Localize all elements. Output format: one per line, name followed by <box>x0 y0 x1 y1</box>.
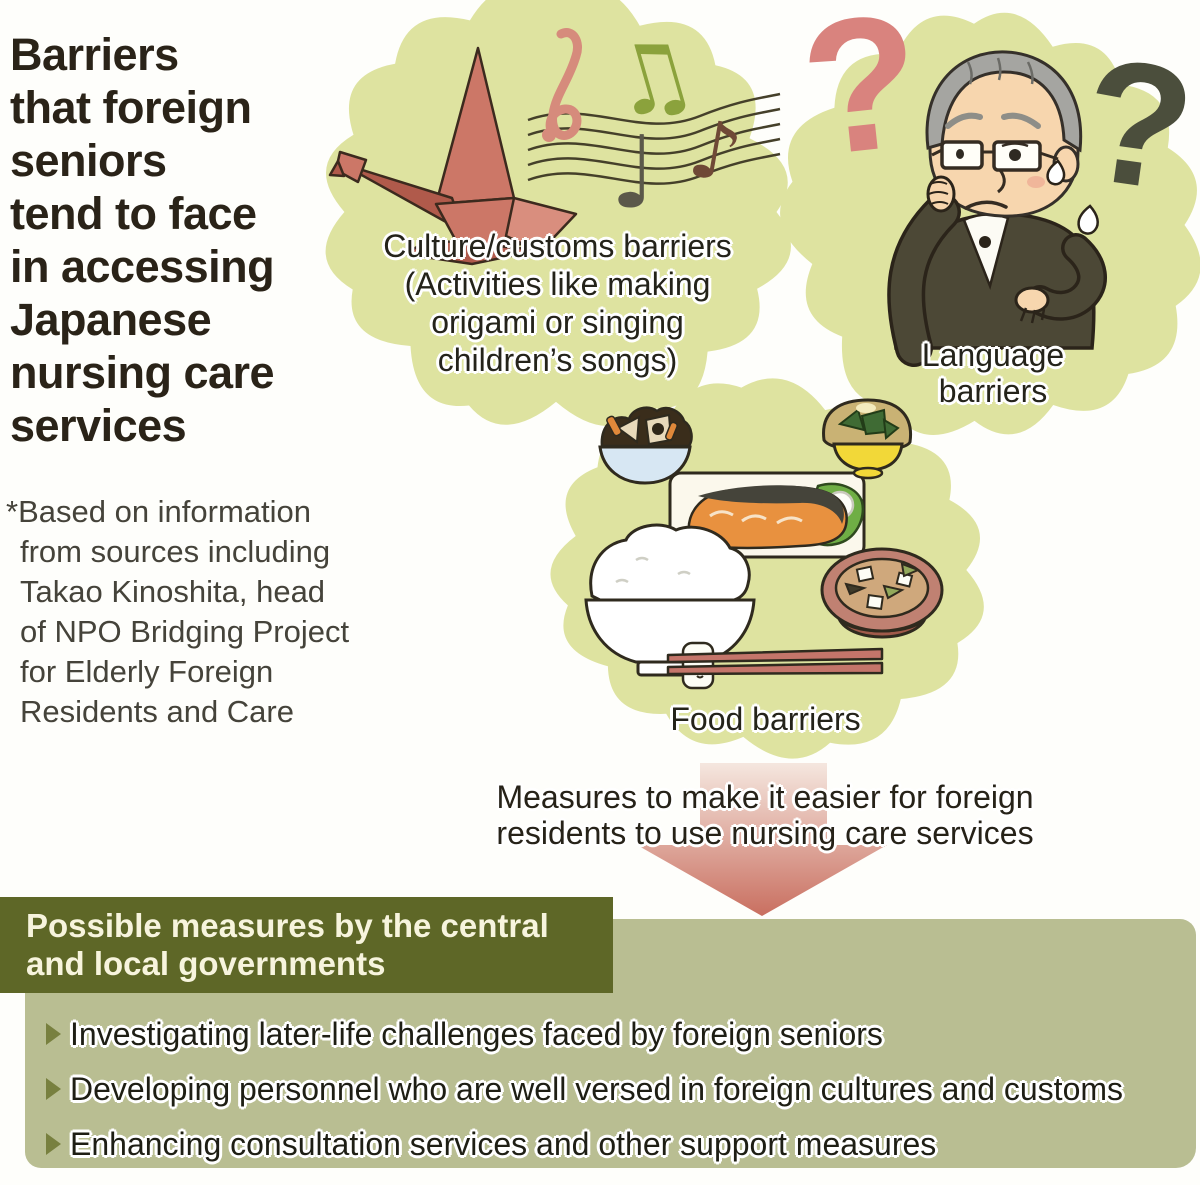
treble-clef-icon <box>542 28 582 142</box>
measure-bullet-text: Enhancing consultation services and othe… <box>70 1125 937 1162</box>
food-bubble-label: Food barriers <box>670 701 861 737</box>
measures-panel-header: Possible measures by the central and loc… <box>0 897 613 993</box>
measure-bullet-text: Developing personnel who are well versed… <box>70 1070 1124 1107</box>
chevron-bullet-icon <box>46 1078 61 1100</box>
chevron-bullet-icon <box>46 1133 61 1155</box>
culture-bubble-label: Culture/customs barriers (Activities lik… <box>383 228 732 378</box>
question-mark-icon: ? <box>1071 21 1200 229</box>
chevron-bullet-icon <box>46 1023 61 1045</box>
measure-bullet-text: Investigating later-life challenges face… <box>70 1015 883 1052</box>
japanese-meal-illustration <box>584 398 944 690</box>
measures-caption: Measures to make it easier for foreign r… <box>496 779 1034 851</box>
down-arrow-icon <box>637 763 887 916</box>
measure-bullet-2: Developing personnel who are well versed… <box>46 1071 1123 1107</box>
origami-crane-icon <box>328 46 578 266</box>
measure-bullet-1: Investigating later-life challenges face… <box>46 1016 883 1052</box>
elderly-man-illustration <box>887 50 1107 367</box>
svg-text:♩: ♩ <box>610 114 657 231</box>
measure-bullet-3: Enhancing consultation services and othe… <box>46 1126 936 1162</box>
source-note: *Based on information from sources inclu… <box>6 494 350 729</box>
question-mark-icon: ? <box>793 0 931 197</box>
language-bubble-label: Language barriers <box>921 337 1065 409</box>
page-title: Barriers that foreign seniors tend to fa… <box>10 29 275 451</box>
